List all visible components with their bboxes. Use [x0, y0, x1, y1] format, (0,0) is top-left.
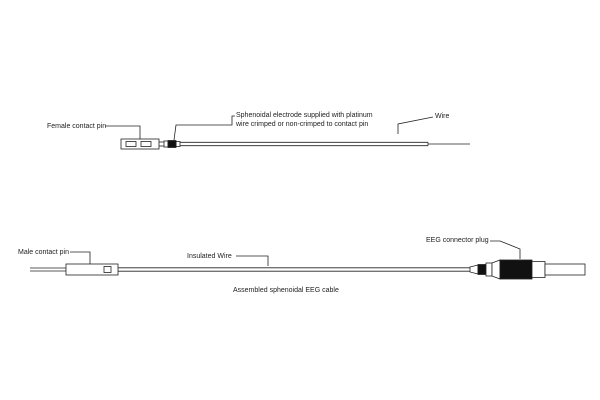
insulated-wire — [118, 267, 470, 272]
leader-eeg-connector-plug — [490, 240, 521, 259]
leader-male-contact-pin — [70, 251, 91, 264]
label-male-contact-pin: Male contact pin — [18, 249, 69, 256]
label-eeg-connector-plug: EEG connector plug — [426, 237, 489, 244]
leader-wire — [397, 116, 434, 134]
female-contact-pin — [120, 138, 169, 150]
label-wire: Wire — [435, 113, 450, 120]
leader-female-contact-pin — [105, 125, 141, 139]
label-insulated-wire: Insulated Wire — [187, 253, 232, 260]
leader-sphenoidal-electrode — [173, 115, 235, 141]
label-sphenoidal-electrode: Sphenoidal electrode supplied with plati… — [236, 112, 373, 128]
label-female-contact-pin: Female contact pin — [47, 123, 107, 130]
male-contact-pin — [30, 263, 119, 276]
electrode-crimp — [167, 140, 181, 148]
label-assembled-cable: Assembled sphenoidal EEG cable — [233, 287, 339, 294]
leader-insulated-wire — [236, 255, 269, 266]
top-wire — [180, 141, 470, 147]
eeg-connector-plug — [469, 259, 586, 280]
